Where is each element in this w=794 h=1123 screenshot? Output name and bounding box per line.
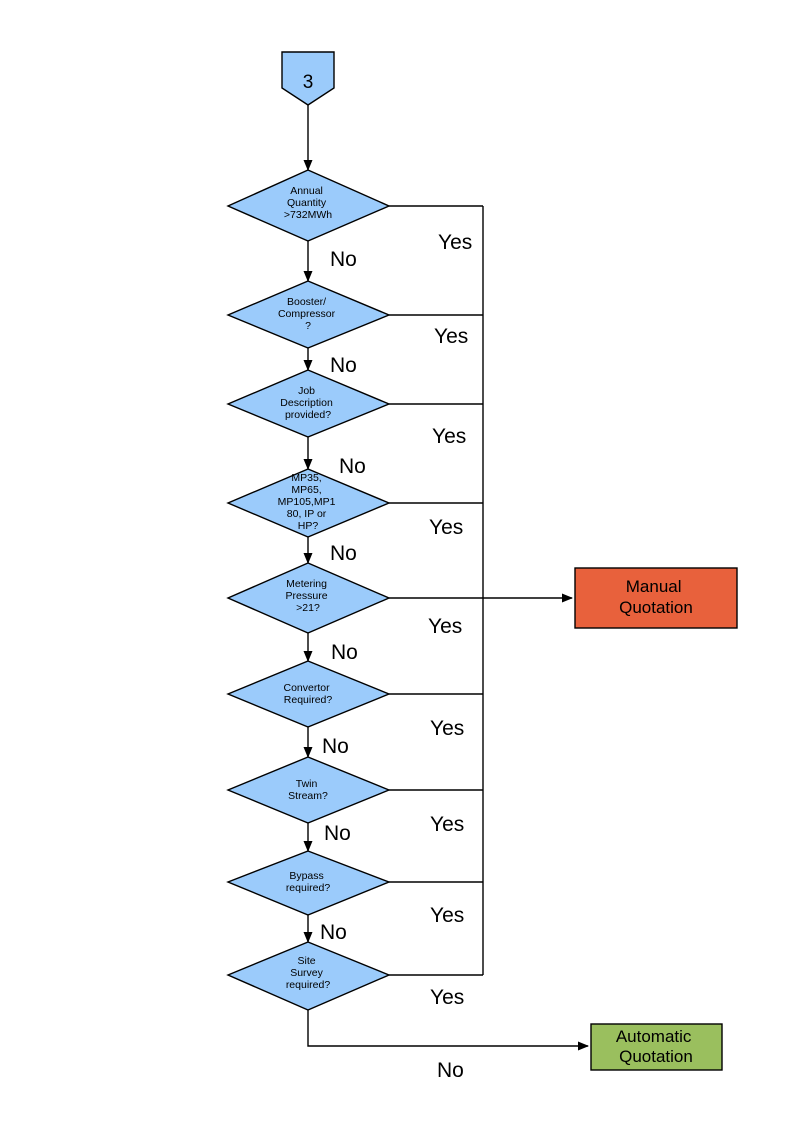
decision-job-description-shape[interactable]	[226, 369, 391, 438]
edge-label-yes-bypass-required: Yes	[430, 904, 464, 927]
decision-booster-compressor-line-1: Compressor	[278, 308, 336, 320]
edge-label-yes-site-survey: Yes	[430, 986, 464, 1009]
decision-convertor-required-label: Convertor Required?	[283, 682, 332, 706]
terminal-manual-quotation-label: Manual Quotation	[619, 577, 693, 617]
edge-label-no-metering-pressure: No	[331, 641, 358, 664]
edge-label-yes-metering-pressure: Yes	[428, 615, 462, 638]
decision-metering-pressure-shape[interactable]	[226, 562, 391, 634]
decision-job-description-line-1: Description	[280, 397, 333, 409]
decision-metering-pressure-label: Metering Pressure >21?	[286, 578, 331, 614]
decision-pressure-tier-line-0: MP35,	[291, 472, 321, 484]
edge-label-no-bypass-required: No	[320, 921, 347, 944]
decision-site-survey-line-1: Survey	[290, 967, 323, 979]
terminal-automatic-quotation[interactable]: Automatic Quotation	[590, 1023, 723, 1071]
terminal-manual-quotation-shape[interactable]	[574, 567, 738, 629]
decision-pressure-tier[interactable]: MP35, MP65, MP105,MP1 80, IP or HP?	[226, 468, 391, 538]
decision-annual-quantity-line-0: Annual	[290, 185, 323, 197]
edge-label-no-convertor-required: No	[322, 735, 349, 758]
edge-label-yes-job-description: Yes	[432, 425, 466, 448]
decision-pressure-tier-label: MP35, MP65, MP105,MP1 80, IP or HP?	[278, 472, 339, 532]
edge-label-no-pressure-tier: No	[330, 542, 357, 565]
decision-booster-compressor[interactable]: Booster/ Compressor ?	[226, 280, 391, 349]
terminal-automatic-quotation-shape[interactable]	[590, 1023, 723, 1071]
edges-layer	[303, 105, 589, 1051]
decision-twin-stream-shape[interactable]	[226, 756, 391, 824]
decision-job-description-line-0: Job	[298, 385, 315, 397]
terminal-manual-quotation-line-1: Quotation	[619, 598, 693, 617]
edge-label-no-booster-compressor: No	[330, 354, 357, 377]
start-connector-label: 3	[303, 72, 314, 93]
decision-metering-pressure-line-0: Metering	[286, 578, 327, 590]
decision-metering-pressure-line-1: Pressure	[286, 590, 328, 602]
decision-site-survey-line-0: Site	[297, 955, 315, 967]
decision-annual-quantity-shape[interactable]	[226, 169, 391, 242]
edge-label-yes-pressure-tier: Yes	[429, 516, 463, 539]
decision-bypass-required-line-1: required?	[286, 882, 331, 894]
decision-annual-quantity-line-2: >732MWh	[284, 209, 332, 221]
terminal-automatic-quotation-label: Automatic Quotation	[616, 1027, 696, 1066]
decision-convertor-required-line-1: Required?	[284, 694, 333, 706]
start-connector-node[interactable]: 3	[281, 51, 335, 106]
decision-metering-pressure[interactable]: Metering Pressure >21?	[226, 562, 391, 634]
decision-bypass-required-line-0: Bypass	[289, 870, 323, 882]
decision-convertor-required[interactable]: Convertor Required?	[226, 660, 391, 728]
edge-no-site-survey-to-automatic	[307, 1010, 589, 1051]
start-connector-shape[interactable]	[281, 51, 335, 106]
decision-convertor-required-shape[interactable]	[226, 660, 391, 728]
terminal-automatic-quotation-line-0: Automatic	[616, 1027, 692, 1046]
decision-booster-compressor-line-0: Booster/	[287, 296, 326, 308]
decision-pressure-tier-line-2: MP105,MP1	[278, 496, 336, 508]
decision-site-survey[interactable]: Site Survey required?	[226, 941, 391, 1011]
terminal-manual-quotation-line-0: Manual	[626, 577, 682, 596]
decision-annual-quantity[interactable]: Annual Quantity >732MWh	[226, 169, 391, 242]
decision-annual-quantity-line-1: Quantity	[287, 197, 327, 209]
decision-twin-stream-line-1: Stream?	[288, 790, 328, 802]
terminal-manual-quotation[interactable]: Manual Quotation	[574, 567, 738, 629]
decision-bypass-required-shape[interactable]	[226, 850, 391, 916]
decision-pressure-tier-line-1: MP65,	[291, 484, 321, 496]
edge-label-no-site-survey: No	[437, 1059, 464, 1082]
terminal-automatic-quotation-line-1: Quotation	[619, 1047, 693, 1066]
edge-label-no-job-description: No	[339, 455, 366, 478]
decision-pressure-tier-shape[interactable]	[226, 468, 391, 538]
edge-label-no-annual-quantity: No	[330, 248, 357, 271]
edge-label-yes-convertor-required: Yes	[430, 717, 464, 740]
decision-annual-quantity-label: Annual Quantity >732MWh	[284, 185, 332, 221]
decision-convertor-required-line-0: Convertor	[283, 682, 330, 694]
decision-booster-compressor-shape[interactable]	[226, 280, 391, 349]
decision-bypass-required[interactable]: Bypass required?	[226, 850, 391, 916]
edge-label-yes-twin-stream: Yes	[430, 813, 464, 836]
decision-site-survey-shape[interactable]	[226, 941, 391, 1011]
decision-twin-stream-label: Twin Stream?	[288, 778, 328, 802]
decision-pressure-tier-line-4: HP?	[298, 520, 319, 532]
decision-job-description[interactable]: Job Description provided?	[226, 369, 391, 438]
decision-job-description-label: Job Description provided?	[280, 385, 335, 421]
decision-booster-compressor-label: Booster/ Compressor ?	[278, 296, 338, 332]
decision-pressure-tier-line-3: 80, IP or	[287, 508, 327, 520]
decision-twin-stream[interactable]: Twin Stream?	[226, 756, 391, 824]
decision-metering-pressure-line-2: >21?	[296, 602, 320, 614]
edge-label-yes-booster-compressor: Yes	[434, 325, 468, 348]
edge-labels-layer: No Yes No Yes No Yes No Yes No Yes No Ye…	[320, 231, 472, 1082]
decision-twin-stream-line-0: Twin	[296, 778, 318, 790]
decision-job-description-line-2: provided?	[285, 409, 331, 421]
decision-bypass-required-label: Bypass required?	[286, 870, 331, 894]
edge-label-no-twin-stream: No	[324, 822, 351, 845]
decision-site-survey-label: Site Survey required?	[286, 955, 331, 991]
edge-label-yes-annual-quantity: Yes	[438, 231, 472, 254]
decision-booster-compressor-line-2: ?	[305, 320, 311, 332]
decision-site-survey-line-2: required?	[286, 979, 331, 991]
